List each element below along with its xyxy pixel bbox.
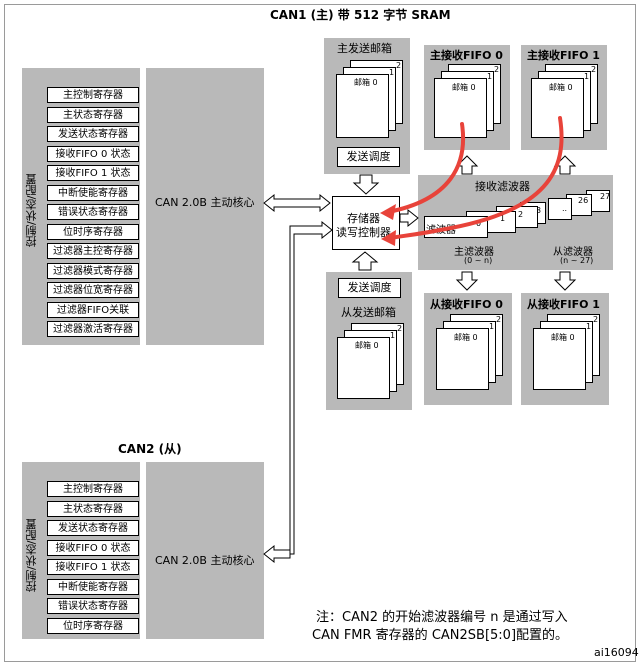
slave-fifo0-mailbox xyxy=(436,328,489,390)
can1-register: 过滤器FIFO关联 xyxy=(47,301,139,318)
can1-title: CAN1 (主) 带 512 字节 SRAM xyxy=(270,8,451,22)
can1-register: 主状态寄存器 xyxy=(47,106,139,123)
slave-fifo0-title: 从接收FIFO 0 xyxy=(430,298,503,311)
filters-title: 接收滤波器 xyxy=(475,180,530,193)
slave-fifo1-title: 从接收FIFO 1 xyxy=(527,298,600,311)
master-tx-page-num: 2 xyxy=(396,61,402,70)
master-tx-mailbox xyxy=(336,74,389,138)
master-tx-scheduler: 发送调度 xyxy=(337,147,400,167)
can1-register: 过滤器位宽寄存器 xyxy=(47,282,139,298)
slave-fifo0-page-num: 2 xyxy=(496,315,502,324)
master-fifo1-mailbox-label: 邮箱 0 xyxy=(549,83,573,92)
slave-filter-label: 从滤波器 xyxy=(553,247,593,258)
master-fifo0-page-num: 1 xyxy=(487,72,493,81)
master-fifo0-page-num: 2 xyxy=(494,65,500,74)
red-arrowhead-fifo0 xyxy=(380,204,396,220)
slave-fifo1-mailbox xyxy=(533,328,586,390)
master-fifo1-mailbox xyxy=(531,78,584,138)
master-fifo1-title: 主接收FIFO 1 xyxy=(527,49,600,62)
master-tx-title: 主发送邮箱 xyxy=(337,42,392,55)
figure-frame xyxy=(4,4,636,662)
slave-tx-title: 从发送邮箱 xyxy=(341,306,396,319)
can2-register: 中断使能寄存器 xyxy=(47,578,139,595)
can1-register: 主控制寄存器 xyxy=(47,87,139,103)
slave-tx-page-num: 2 xyxy=(397,324,403,333)
slave-filter-range: (n ~ 27) xyxy=(560,256,594,265)
filter-to-master-fifo1-arrow xyxy=(553,155,577,175)
slave-tx-mailbox xyxy=(337,337,390,399)
master-filter-label: 主滤波器 xyxy=(454,247,494,258)
can1-register: 中断使能寄存器 xyxy=(47,184,139,201)
filter-to-slave-fifo0-arrow xyxy=(455,271,479,291)
red-arrow-fifo1 xyxy=(388,116,564,240)
can2-register: 主状态寄存器 xyxy=(47,500,139,517)
filter-dots xyxy=(548,198,572,220)
can1-core-bus-arrow xyxy=(263,193,331,213)
master-filter-range: (0 ~ n) xyxy=(464,256,493,265)
can2-register: 接收FIFO 1 状态 xyxy=(47,559,139,575)
can1-core-panel xyxy=(146,68,264,345)
filters-to-memory-arrow xyxy=(399,208,419,228)
filter-num: 1 xyxy=(500,214,506,223)
master-fifo0-mailbox-label: 邮箱 0 xyxy=(452,83,476,92)
can2-core-label: CAN 2.0B 主动核心 xyxy=(155,554,255,567)
master-fifo0-title: 主接收FIFO 0 xyxy=(430,49,503,62)
tx-sched-down-arrow xyxy=(352,174,380,195)
can2-bus-arrow-bottom xyxy=(263,544,291,564)
can2-register: 位时序寄存器 xyxy=(47,617,139,634)
memory-controller-line1: 存储器 xyxy=(347,212,380,225)
slave-tx-page-num: 1 xyxy=(390,331,396,340)
can1-register: 接收FIFO 1 状态 xyxy=(47,165,139,181)
slave-tx-scheduler: 发送调度 xyxy=(338,278,401,298)
can1-register: 过滤器模式寄存器 xyxy=(47,262,139,279)
filter-num: 26 xyxy=(578,196,589,205)
can2-core-panel xyxy=(146,462,264,639)
can1-core-label: CAN 2.0B 主动核心 xyxy=(155,196,255,209)
can2-title: CAN2 (从) xyxy=(118,442,182,456)
figure-id: ai16094 xyxy=(594,646,639,659)
slave-fifo1-page-num: 1 xyxy=(586,322,592,331)
filter-num: 2 xyxy=(518,210,524,219)
filter-to-master-fifo0-arrow xyxy=(455,155,479,175)
slave-sched-up-arrow xyxy=(351,251,379,271)
red-arrowhead-fifo1 xyxy=(381,230,396,246)
note-line2: CAN FMR 寄存器的 CAN2SB[5:0]配置的。 xyxy=(312,628,569,643)
can1-register: 过滤器激活寄存器 xyxy=(47,321,139,337)
red-arrow-fifo0 xyxy=(386,122,465,214)
can2-register: 主控制寄存器 xyxy=(47,481,139,497)
can2-register: 发送状态寄存器 xyxy=(47,520,139,536)
note-line1: 注：CAN2 的开始滤波器编号 n 是通过写入 xyxy=(316,610,568,625)
can2-bus-arrow-top xyxy=(289,220,333,555)
can1-register: 错误状态寄存器 xyxy=(47,204,139,220)
can1-register: 接收FIFO 0 状态 xyxy=(47,145,139,162)
master-tx-page-num: 1 xyxy=(389,68,395,77)
can2-register: 错误状态寄存器 xyxy=(47,598,139,614)
master-tx-mailbox-label: 邮箱 0 xyxy=(354,78,378,87)
can2-register: 接收FIFO 0 状态 xyxy=(47,539,139,556)
can1-register: 过滤器主控寄存器 xyxy=(47,243,139,259)
master-fifo1-page-num: 1 xyxy=(584,72,590,81)
slave-fifo1-page-num: 2 xyxy=(593,315,599,324)
slave-fifo1-mailbox-label: 邮箱 0 xyxy=(551,333,575,342)
master-fifo1-page-num: 2 xyxy=(591,65,597,74)
can1-register: 发送状态寄存器 xyxy=(47,126,139,142)
memory-controller-line2: 读写控制器 xyxy=(336,226,391,239)
slave-fifo0-mailbox-label: 邮箱 0 xyxy=(454,333,478,342)
filter-num: .. xyxy=(562,204,568,213)
can1-register: 位时序寄存器 xyxy=(47,223,139,240)
slave-fifo0-page-num: 1 xyxy=(489,322,495,331)
slave-tx-mailbox-label: 邮箱 0 xyxy=(355,341,379,350)
filter-to-slave-fifo1-arrow xyxy=(553,271,577,291)
filter-num: 3 xyxy=(536,206,542,215)
filter-num: 27 xyxy=(600,192,611,201)
